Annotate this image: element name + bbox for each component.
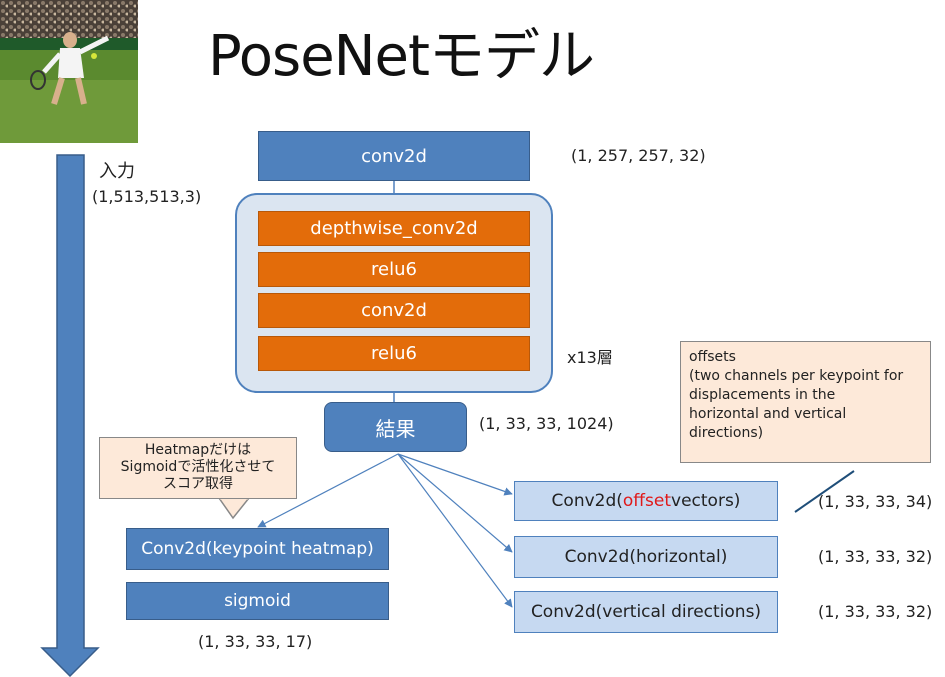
relu6-layer: relu6 — [258, 336, 530, 371]
callout-line: Heatmapだけは — [144, 442, 252, 458]
offsets-note: offsets (two channels per keypoint for d… — [680, 341, 931, 463]
input-shape: (1,513,513,3) — [92, 187, 202, 206]
sigmoid-block: sigmoid — [126, 582, 389, 620]
repeat-count: x13層 — [567, 348, 613, 367]
offset-vectors-shape: (1, 33, 33, 34) — [818, 492, 933, 511]
result-shape: (1, 33, 33, 1024) — [479, 414, 614, 433]
tennis-player-photo — [0, 0, 138, 143]
input-flow-arrow — [40, 154, 100, 677]
keypoint-heatmap-block: Conv2d(keypoint heatmap) — [126, 528, 389, 570]
depthwise-conv2d-layer: depthwise_conv2d — [258, 211, 530, 246]
offset-vectors-block: Conv2d(offset vectors) — [514, 481, 778, 521]
vertical-directions-block: Conv2d(vertical directions) — [514, 591, 778, 633]
conv2d-layer: conv2d — [258, 293, 530, 328]
result-block: 結果 — [324, 402, 467, 452]
callout-line: Sigmoidで活性化させて — [120, 459, 276, 475]
conv2d-shape: (1, 257, 257, 32) — [571, 146, 706, 165]
note-line: offsets — [689, 349, 736, 365]
page-title: PoseNetモデル — [208, 24, 595, 89]
horizontal-block: Conv2d(horizontal) — [514, 536, 778, 578]
note-line: horizontal and vertical — [689, 406, 847, 422]
input-label: 入力 — [99, 161, 135, 182]
note-line: directions) — [689, 425, 764, 441]
vertical-directions-shape: (1, 33, 33, 32) — [818, 602, 933, 621]
conv2d-block: conv2d — [258, 131, 530, 181]
note-line: (two channels per keypoint for — [689, 368, 904, 384]
offset-highlight: offset — [622, 491, 672, 511]
relu6-layer: relu6 — [258, 252, 530, 287]
callout-line: スコア取得 — [163, 476, 233, 492]
offset-prefix: Conv2d( — [551, 491, 623, 511]
heatmap-shape: (1, 33, 33, 17) — [198, 632, 313, 651]
offset-suffix: vectors) — [671, 491, 741, 511]
heatmap-callout: Heatmapだけは Sigmoidで活性化させて スコア取得 — [99, 437, 297, 499]
horizontal-shape: (1, 33, 33, 32) — [818, 547, 933, 566]
note-line: displacements in the — [689, 387, 836, 403]
